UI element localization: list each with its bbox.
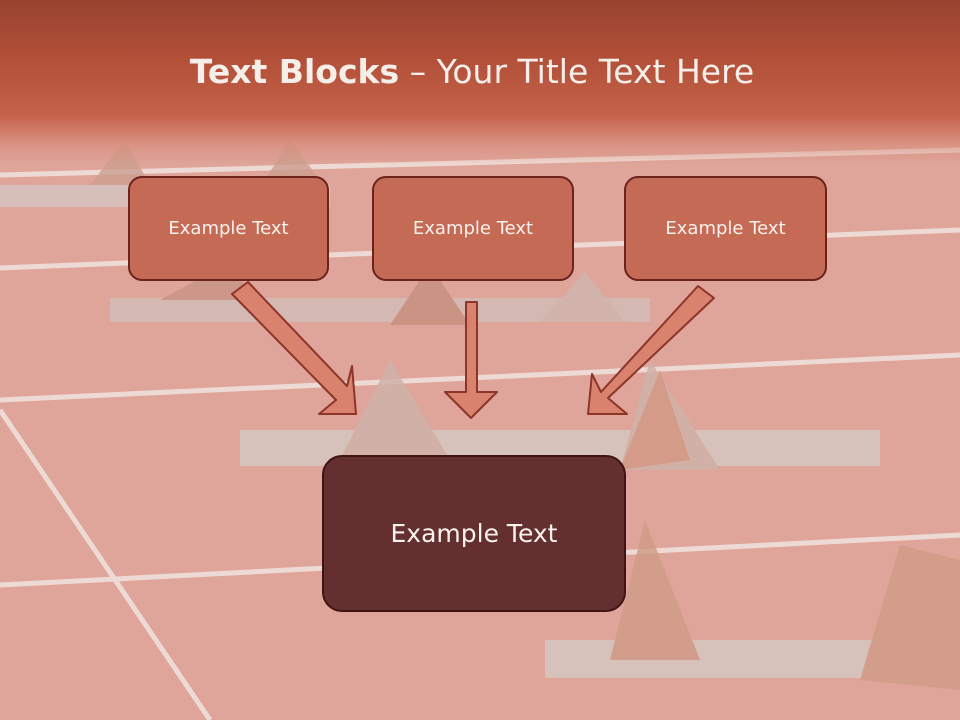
starting-block-icon [545, 520, 960, 690]
center-text-block-label: Example Text [390, 519, 558, 548]
title-rest-text: Your Title Text Here [436, 52, 755, 91]
starting-block-icon [110, 262, 650, 325]
title-bar [0, 0, 960, 165]
text-block-1-label: Example Text [168, 218, 289, 239]
text-block-3[interactable]: Example Text [624, 176, 827, 281]
slide-title: Text Blocks – Your Title Text Here [0, 52, 944, 91]
text-block-3-label: Example Text [665, 218, 786, 239]
title-dash: – [409, 52, 427, 91]
down-arrow-icon [231, 281, 357, 415]
text-block-2[interactable]: Example Text [372, 176, 574, 281]
title-bold-text: Text Blocks [189, 52, 400, 91]
center-text-block[interactable]: Example Text [322, 455, 626, 612]
down-arrow-icon [444, 301, 498, 419]
text-block-1[interactable]: Example Text [128, 176, 329, 281]
text-block-2-label: Example Text [412, 218, 534, 239]
down-arrow-icon [587, 285, 715, 415]
